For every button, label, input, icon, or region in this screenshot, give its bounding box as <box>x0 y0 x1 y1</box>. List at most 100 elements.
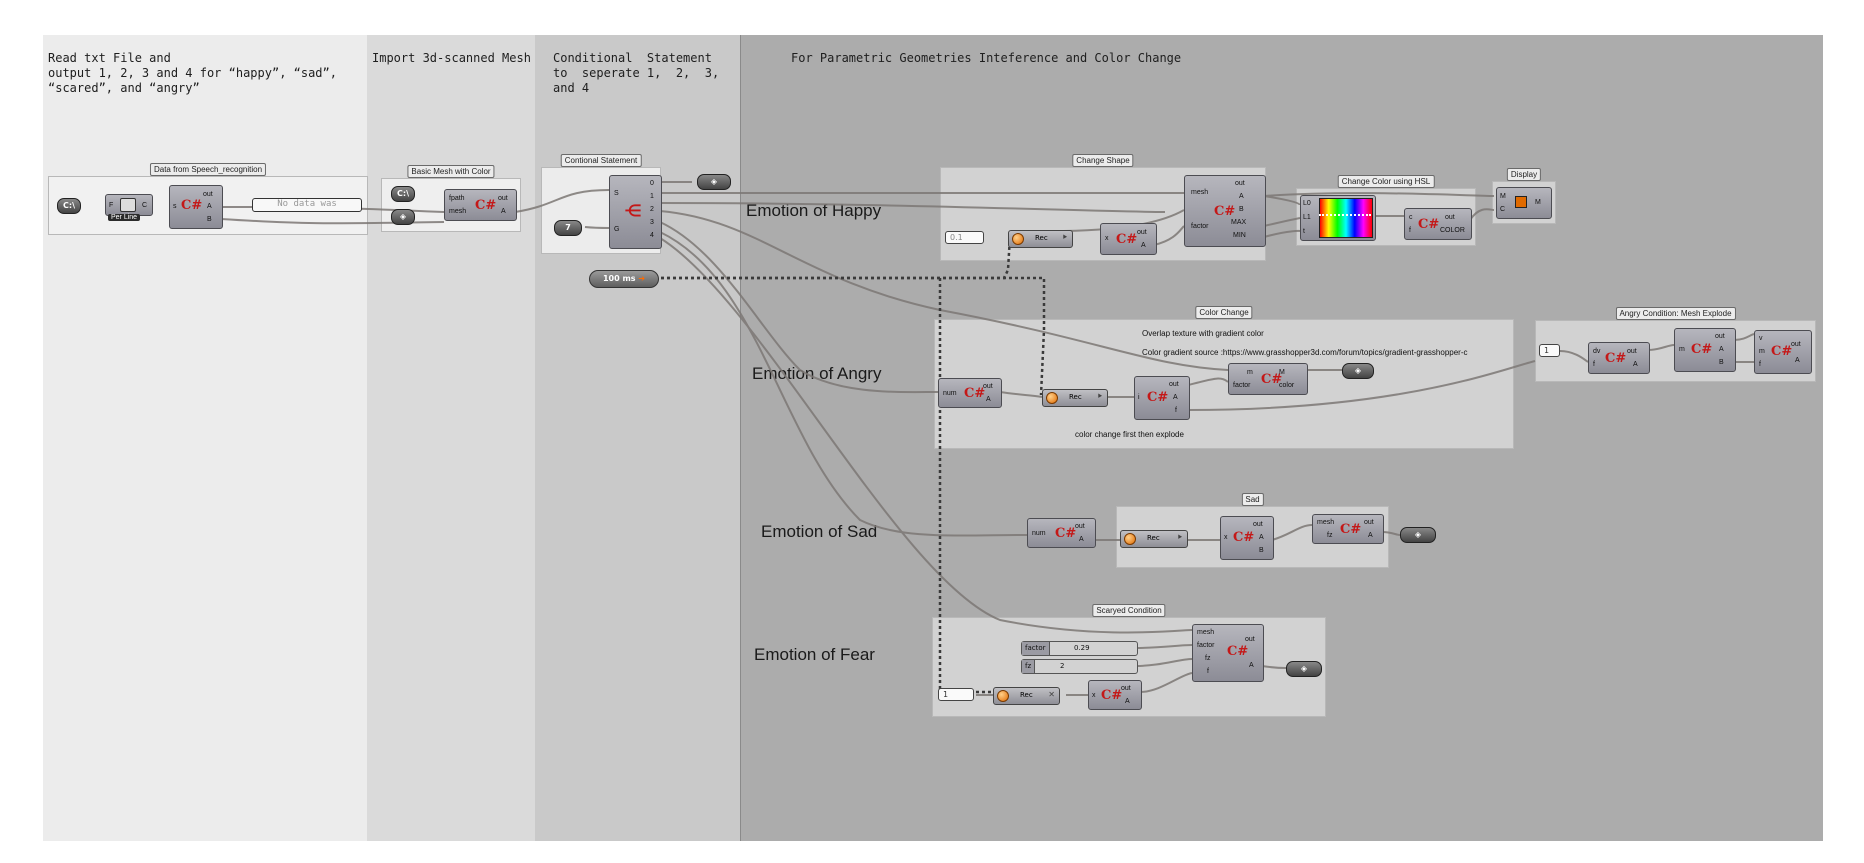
pin-a[interactable]: A <box>1249 662 1254 669</box>
file-path-icon[interactable]: C:\ <box>57 198 81 214</box>
pin-dv[interactable]: dv <box>1593 348 1601 355</box>
pin-out[interactable]: out <box>983 383 993 390</box>
per-line-badge[interactable]: Per Line <box>108 214 141 221</box>
pin-m[interactable]: M <box>1500 193 1506 200</box>
mesh-csharp-component[interactable]: fpath mesh C# out A <box>444 189 517 221</box>
pin-out[interactable]: out <box>1137 229 1147 236</box>
pin-a[interactable]: A <box>986 396 991 403</box>
pin-out-m[interactable]: M <box>1535 199 1541 206</box>
pin-factor[interactable]: factor <box>1197 642 1215 649</box>
texture-csharp-component[interactable]: m factor C# M color <box>1228 363 1308 395</box>
record-button-sad[interactable]: Rec ⯈ <box>1120 530 1188 548</box>
pin-x[interactable]: x <box>1224 534 1228 541</box>
pin-c[interactable]: C <box>142 202 148 209</box>
hsl-csharp-component[interactable]: c f C# out COLOR <box>1404 208 1472 240</box>
pin-x[interactable]: x <box>1105 235 1109 242</box>
pin-a[interactable]: A <box>501 208 506 215</box>
sad-mesh-component[interactable]: mesh fz C# out A <box>1312 514 1384 544</box>
color-output-param-icon[interactable]: ◈ <box>1342 363 1374 379</box>
pin-out-2[interactable]: 2 <box>650 206 654 213</box>
pin-out-1[interactable]: 1 <box>650 193 654 200</box>
angry-i-component[interactable]: i C# out A f <box>1134 376 1190 420</box>
pin-out-m[interactable]: M <box>1279 369 1285 376</box>
pin-f[interactable]: f <box>1409 227 1411 234</box>
read-file-component[interactable]: F C <box>105 194 153 216</box>
pin-out[interactable]: out <box>1169 381 1179 388</box>
pin-c[interactable]: C <box>1500 206 1506 213</box>
display-component[interactable]: M C M <box>1496 187 1552 219</box>
pin-s[interactable]: s <box>173 203 177 210</box>
pin-f[interactable]: f <box>1759 361 1761 368</box>
explode-v-component[interactable]: v m f C# out A <box>1754 330 1812 374</box>
sad-num-component[interactable]: num C# out A <box>1027 518 1096 548</box>
gradient-component[interactable]: L0 L1 t <box>1300 195 1376 241</box>
pin-f[interactable]: f <box>1175 407 1177 414</box>
pin-out[interactable]: out <box>203 191 213 198</box>
explode-m-component[interactable]: m C# out A B <box>1674 328 1736 372</box>
file-path-icon-2[interactable]: C:\ <box>391 186 415 202</box>
pin-f[interactable]: F <box>109 202 114 209</box>
integer-param-icon[interactable]: 7 <box>554 220 582 236</box>
fz-slider[interactable]: fz 2 <box>1021 659 1138 674</box>
pin-l0[interactable]: L0 <box>1303 200 1311 207</box>
pin-factor[interactable]: factor <box>1191 223 1209 230</box>
record-button-fear[interactable]: Rec ✕ <box>993 687 1060 705</box>
pin-fpath[interactable]: fpath <box>449 195 465 202</box>
pin-out[interactable]: out <box>1075 523 1085 530</box>
change-shape-csharp-component[interactable]: mesh factor C# out A B MAX MIN <box>1184 175 1266 247</box>
scared-x-component[interactable]: x C# out A <box>1088 680 1142 710</box>
pin-b[interactable]: B <box>207 216 212 223</box>
pin-mesh[interactable]: mesh <box>1197 629 1215 636</box>
pin-out[interactable]: out <box>1715 333 1725 340</box>
pin-color[interactable]: COLOR <box>1440 227 1465 234</box>
group-color-change[interactable]: Color Change <box>934 306 1514 449</box>
pin-out[interactable]: out <box>1791 341 1801 348</box>
pin-x[interactable]: x <box>1092 692 1096 699</box>
sad-output-param-icon[interactable]: ◈ <box>1400 527 1436 543</box>
angry-num-component[interactable]: num C# out A <box>938 378 1002 408</box>
pin-f[interactable]: f <box>1593 361 1595 368</box>
pin-l1[interactable]: L1 <box>1303 214 1311 221</box>
record-button-angry[interactable]: Rec ⯈ <box>1042 389 1108 407</box>
pin-factor[interactable]: factor <box>1233 382 1251 389</box>
pin-fz[interactable]: fz <box>1327 532 1333 539</box>
pin-mesh[interactable]: mesh <box>1317 519 1335 526</box>
pin-a[interactable]: A <box>1079 536 1084 543</box>
pin-f[interactable]: f <box>1207 668 1209 675</box>
pin-m[interactable]: m <box>1759 348 1765 355</box>
pin-m[interactable]: m <box>1247 369 1253 376</box>
pin-g[interactable]: G <box>614 226 620 233</box>
output-param-icon[interactable]: ◈ <box>697 174 731 190</box>
factor-slider[interactable]: factor 0.29 <box>1021 641 1138 656</box>
pin-a[interactable]: A <box>207 203 212 210</box>
pin-a[interactable]: A <box>1239 193 1244 200</box>
pin-v[interactable]: v <box>1759 335 1763 342</box>
pin-b[interactable]: B <box>1719 359 1724 366</box>
sad-x-component[interactable]: x C# out A B <box>1220 516 1274 560</box>
pin-t[interactable]: t <box>1303 228 1305 235</box>
pin-num[interactable]: num <box>943 390 957 397</box>
pin-a[interactable]: A <box>1259 534 1264 541</box>
speech-output-panel[interactable]: No data was <box>252 198 362 212</box>
pin-a[interactable]: A <box>1125 698 1130 705</box>
timer-component[interactable]: 100 ms ➔ <box>589 270 659 288</box>
pin-num[interactable]: num <box>1032 530 1046 537</box>
pin-m[interactable]: m <box>1679 346 1685 353</box>
change-shape-number-box[interactable]: 0.1 <box>945 231 984 244</box>
pin-a[interactable]: A <box>1633 361 1638 368</box>
pin-b[interactable]: B <box>1239 206 1244 213</box>
scared-output-param-icon[interactable]: ◈ <box>1286 661 1322 677</box>
pin-min[interactable]: MIN <box>1233 232 1246 239</box>
pin-out[interactable]: out <box>1627 348 1637 355</box>
explode-dv-component[interactable]: dv f C# out A <box>1588 342 1650 374</box>
pin-a[interactable]: A <box>1719 346 1724 353</box>
pin-out[interactable]: out <box>1121 685 1131 692</box>
pin-mesh[interactable]: mesh <box>1191 189 1209 196</box>
pin-c[interactable]: c <box>1409 214 1413 221</box>
pin-a[interactable]: A <box>1141 242 1146 249</box>
pin-out[interactable]: out <box>1445 214 1455 221</box>
explode-number-box[interactable]: 1 <box>1539 344 1560 357</box>
pin-a[interactable]: A <box>1368 532 1373 539</box>
pin-b[interactable]: B <box>1259 547 1264 554</box>
mesh-param-icon[interactable]: ◈ <box>391 209 415 225</box>
